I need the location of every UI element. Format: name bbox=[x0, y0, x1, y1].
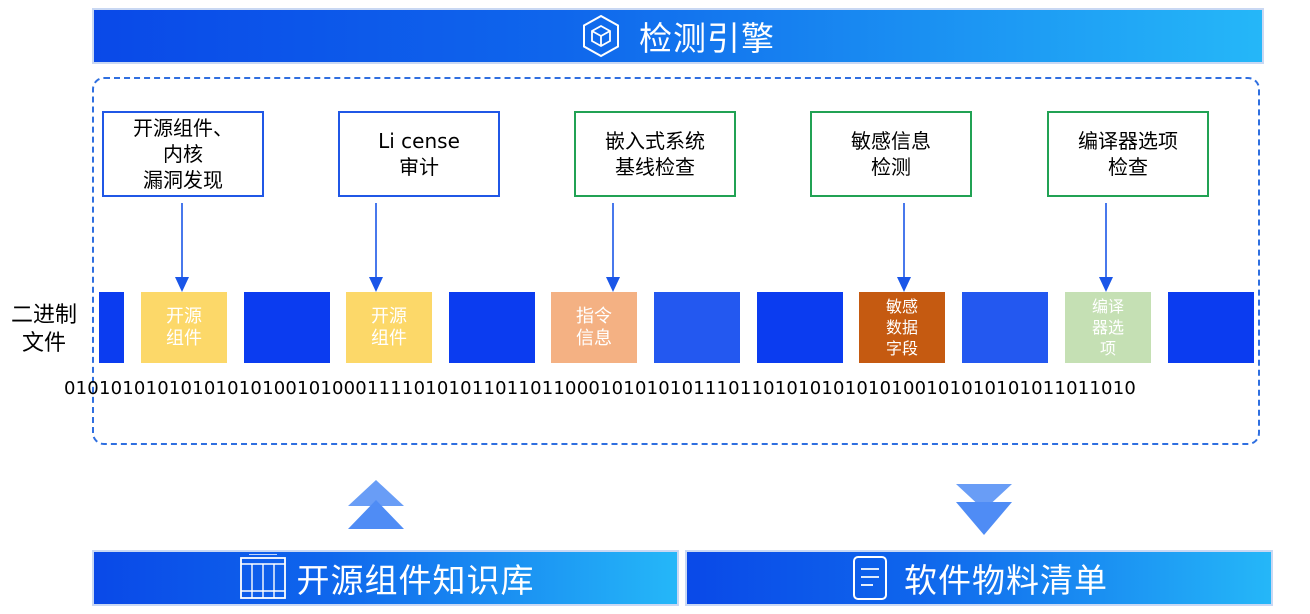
binary-segment bbox=[962, 292, 1048, 363]
database-cabinet-icon bbox=[239, 554, 286, 599]
knowledge-base-title: 开源组件知识库 bbox=[296, 561, 535, 600]
sbom-banner: 软件物料清单 bbox=[685, 550, 1273, 606]
sbom-title: 软件物料清单 bbox=[904, 561, 1108, 600]
arrow-down-icon bbox=[606, 203, 620, 292]
engine-frame bbox=[92, 77, 1260, 445]
binary-segment-compiler-options: 编译 器选 项 bbox=[1065, 292, 1151, 363]
binary-segment-instruction-info: 指令 信息 bbox=[551, 292, 637, 363]
binary-segment-open-source: 开源 组件 bbox=[141, 292, 227, 363]
arrow-down-icon bbox=[897, 203, 911, 292]
engine-box-sensitive-info: 敏感信息 检测 bbox=[810, 111, 972, 197]
arrow-down-icon bbox=[1099, 203, 1113, 292]
cube-icon bbox=[583, 14, 619, 58]
header-banner: 检测引擎 bbox=[92, 8, 1264, 64]
binary-segment bbox=[1168, 292, 1254, 363]
binary-segment bbox=[757, 292, 843, 363]
binary-segment bbox=[244, 292, 330, 363]
arrow-down-icon bbox=[369, 203, 383, 292]
engine-box-license-audit: Li cense 审计 bbox=[338, 111, 500, 197]
double-up-arrow-icon bbox=[348, 480, 404, 529]
binary-segment bbox=[449, 292, 535, 363]
binary-segment-sensitive-data: 敏感 数据 字段 bbox=[859, 292, 945, 363]
arrow-down-icon bbox=[175, 203, 189, 292]
engine-box-compiler-options: 编译器选项 检查 bbox=[1047, 111, 1209, 197]
engine-box-vuln-discovery: 开源组件、 内核 漏洞发现 bbox=[102, 111, 264, 197]
binary-segment bbox=[99, 292, 124, 363]
engine-box-baseline-check: 嵌入式系统 基线检查 bbox=[574, 111, 736, 197]
engine-title: 检测引擎 bbox=[639, 19, 775, 58]
binary-file-label: 二进制 文件 bbox=[10, 303, 77, 356]
document-list-icon bbox=[853, 556, 887, 600]
binary-segment bbox=[654, 292, 740, 363]
binary-segment-open-source: 开源 组件 bbox=[346, 292, 432, 363]
knowledge-base-banner: 开源组件知识库 bbox=[92, 550, 679, 606]
double-down-arrow-icon bbox=[956, 484, 1012, 535]
binary-bits: 0101010101010101010010100011110101011011… bbox=[64, 378, 1136, 399]
